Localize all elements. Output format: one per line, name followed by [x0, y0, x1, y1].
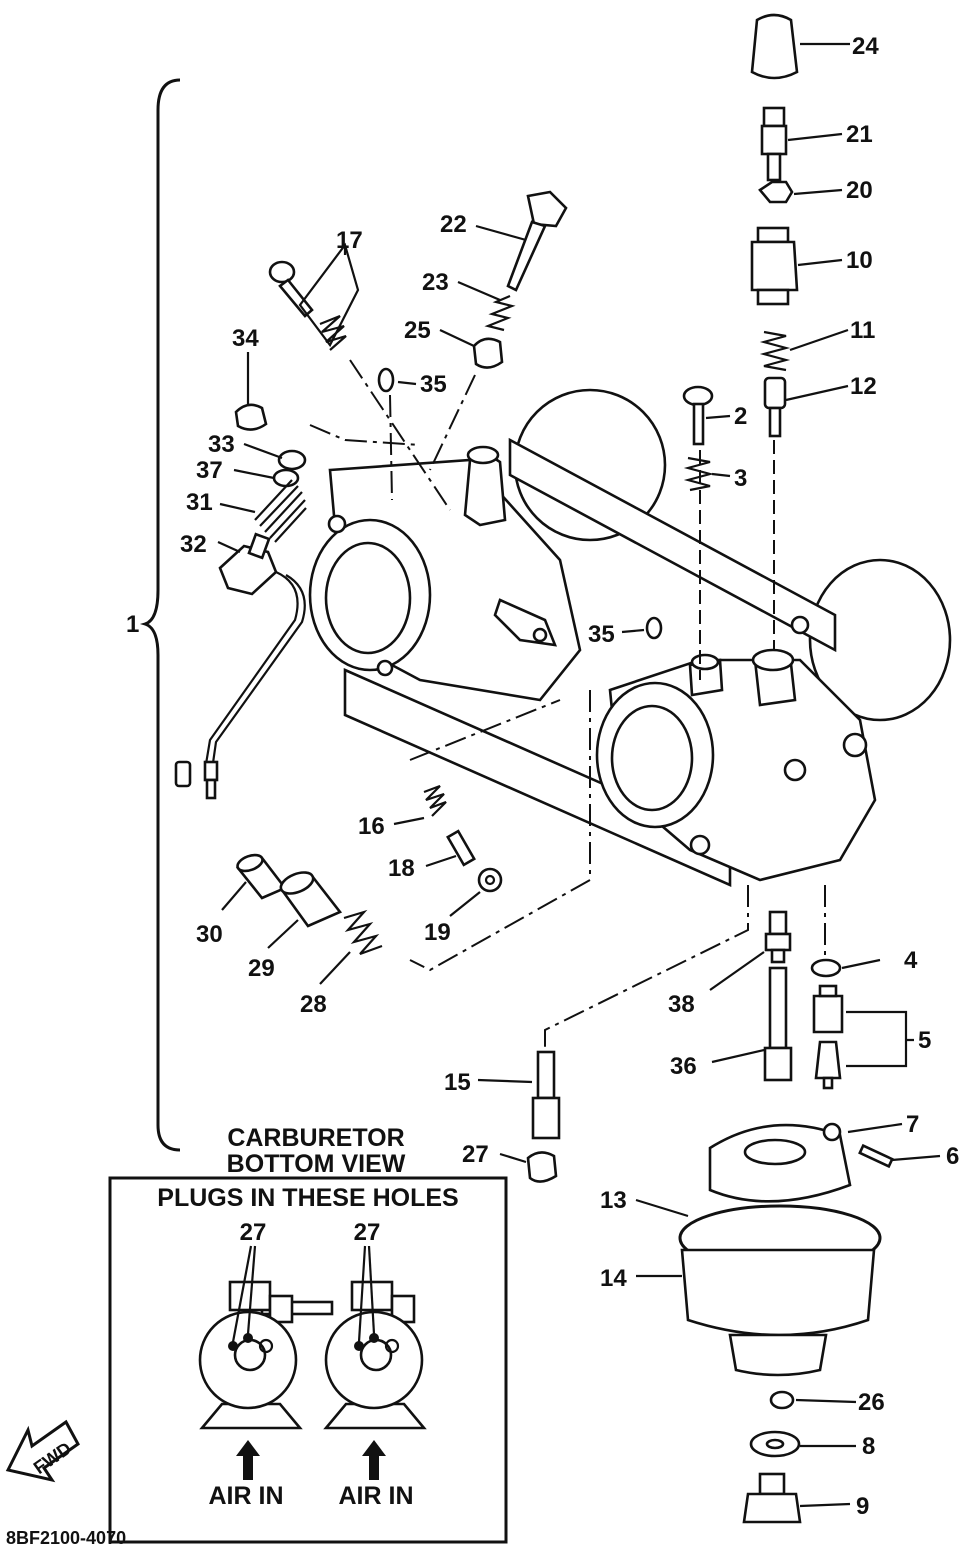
callout-20: 20: [846, 177, 873, 204]
callout-30: 30: [196, 921, 223, 948]
callout-35-top: 35: [420, 371, 447, 398]
fwd-arrow-icon: FWD: [5, 1419, 80, 1483]
callout-6: 6: [946, 1143, 959, 1170]
part-12-plunger: [763, 376, 787, 438]
part-30-sleeve: [235, 853, 288, 900]
callout-18: 18: [388, 855, 415, 882]
part-23-spring: [484, 294, 516, 332]
callout-12: 12: [850, 373, 877, 400]
callout-27: 27: [462, 1141, 489, 1168]
assembly-bracket: [139, 78, 181, 1152]
part-38-jet: [764, 910, 792, 964]
part-29-sleeve: [279, 871, 343, 928]
inset-carb-drawing: [198, 1245, 427, 1480]
callout-26: 26: [858, 1389, 885, 1416]
callout-33: 33: [208, 431, 235, 458]
inset-title-line1: CARBURETOR: [227, 1124, 404, 1152]
callout-32: 32: [180, 531, 207, 558]
part-15-jet: [531, 1050, 561, 1140]
part-25-plug: [472, 337, 504, 369]
callout-36: 36: [670, 1053, 697, 1080]
part-2-screw: [682, 385, 714, 446]
part-9-drain-plug: [742, 1472, 802, 1524]
part-21-screw: [760, 106, 788, 182]
callout-4: 4: [904, 947, 918, 974]
callout-28: 28: [300, 991, 327, 1018]
callout-21: 21: [846, 121, 873, 148]
carburetor-body: [308, 388, 952, 887]
callout-labels: 1 2 3 4 5 6 7 8 9 10 11 12 13 14 15 16 1…: [126, 33, 959, 1520]
callout-23: 23: [422, 269, 449, 296]
part-10-mixing-chamber-top: [750, 226, 799, 306]
callout-19: 19: [424, 919, 451, 946]
callout-15: 15: [444, 1069, 471, 1096]
callout-38: 38: [668, 991, 695, 1018]
part-26-oring: [769, 1390, 795, 1410]
part-27-plug: [526, 1151, 558, 1183]
inset-plug-label-right: 27: [354, 1219, 381, 1246]
callout-24: 24: [852, 33, 879, 60]
part-36-emulsion-tube: [763, 966, 793, 1082]
part-17-screw-spring: [268, 260, 347, 351]
part-14-float-bowl: [680, 1248, 876, 1377]
inset-title-line2: BOTTOM VIEW: [227, 1150, 406, 1178]
part-6-pin: [858, 1143, 894, 1169]
part-24-cap: [750, 13, 799, 80]
part-22-screw: [506, 190, 568, 292]
callout-1: 1: [126, 611, 139, 638]
inset-plug-label-left: 27: [240, 1219, 267, 1246]
part-3-spring: [683, 456, 715, 492]
part-31-spring: [254, 479, 307, 543]
part-37-oring: [272, 468, 300, 488]
callout-17: 17: [336, 227, 363, 254]
inset-air-in-left: AIR IN: [209, 1482, 284, 1510]
callout-2: 2: [734, 403, 747, 430]
part-35-oring-top: [377, 367, 395, 393]
callout-22: 22: [440, 211, 467, 238]
part-34-cap: [234, 403, 268, 431]
callout-7: 7: [906, 1111, 919, 1138]
part-4-washer: [810, 958, 842, 978]
leader-lines: [217, 42, 941, 1508]
part-8-washer: [749, 1430, 801, 1458]
part-16-spring: [423, 784, 447, 817]
part-32-sensor: [174, 532, 306, 800]
callout-5: 5: [918, 1027, 931, 1054]
part-19-ball: [477, 867, 503, 893]
callout-29: 29: [248, 955, 275, 982]
part-5-needle-valve: [812, 984, 844, 1090]
part-11-spring: [759, 330, 791, 372]
callout-25: 25: [404, 317, 431, 344]
part-33-washer: [277, 449, 307, 471]
callout-16: 16: [358, 813, 385, 840]
callout-37: 37: [196, 457, 223, 484]
part-7-float: [708, 1122, 852, 1203]
callout-14: 14: [600, 1265, 627, 1292]
inset-header: PLUGS IN THESE HOLES: [157, 1184, 458, 1212]
part-28-spring: [343, 909, 383, 956]
callout-13: 13: [600, 1187, 627, 1214]
callout-3: 3: [734, 465, 747, 492]
callout-35-right: 35: [588, 621, 615, 648]
diagram-code: 8BF2100-4070: [6, 1528, 126, 1548]
callout-34: 34: [232, 325, 259, 352]
part-18-pin: [446, 829, 476, 867]
callout-10: 10: [846, 247, 873, 274]
callout-11: 11: [850, 317, 875, 344]
part-20-nut: [758, 180, 794, 204]
inset-air-in-right: AIR IN: [339, 1482, 414, 1510]
callout-9: 9: [856, 1493, 869, 1520]
callout-8: 8: [862, 1433, 875, 1460]
part-35-oring-right: [645, 616, 663, 640]
callout-31: 31: [186, 489, 213, 516]
inset-frame: [108, 1176, 508, 1544]
